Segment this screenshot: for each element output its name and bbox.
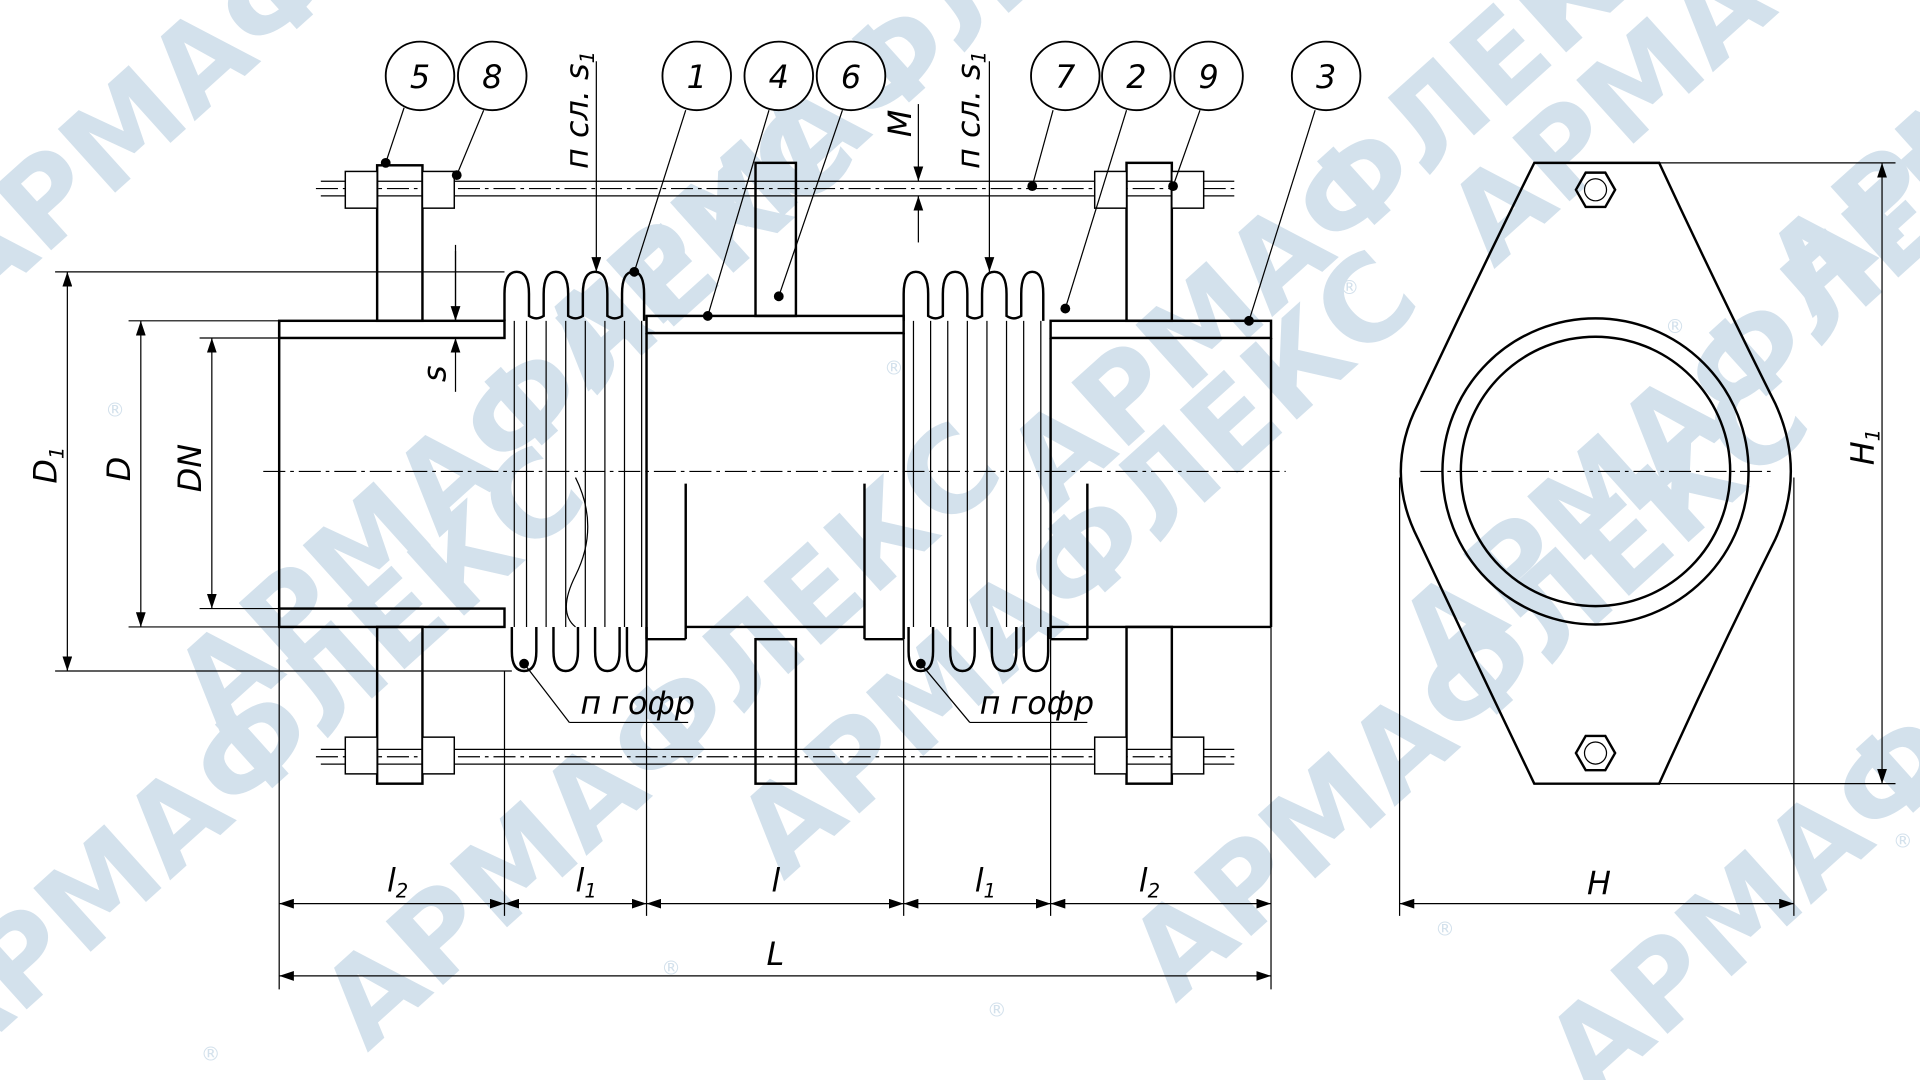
balloon: 9 [1173,40,1244,112]
balloon: 1 [661,40,732,112]
balloon: 7 [1030,40,1101,112]
svg-text:7: 7 [1055,58,1075,96]
registered-mark: ® [1893,829,1913,852]
middle-flange-top [754,161,798,318]
dim-L-label: L [767,935,785,973]
registered-mark: ® [987,998,1007,1021]
svg-text:5: 5 [410,58,430,96]
left-flange-top [375,164,424,323]
registered-mark: ® [1665,315,1685,338]
bellows-right [902,270,1050,673]
dimensions: D1 D DN s M п сл. s1 п сл. s1 п гофр п г… [26,51,1896,990]
left-pipe-wall-top [277,319,506,340]
left-flange-bottom [375,625,424,785]
dim-DN-label: DN [171,444,209,492]
svg-text:9: 9 [1198,58,1218,96]
flanges [375,161,1174,785]
dim-l1-label: l1 [576,861,597,902]
svg-text:2: 2 [1126,58,1146,96]
right-flange-top [1125,161,1174,323]
svg-text:8: 8 [482,58,502,96]
svg-text:3: 3 [1316,58,1336,96]
balloon: 2 [1101,40,1172,112]
registered-mark: ® [201,1042,221,1065]
right-flange-bottom [1125,625,1174,785]
dim-D1-label: D1 [26,447,68,484]
layers-count-label: п сл. s1 [558,51,599,169]
balloon: 8 [457,40,528,112]
dim-l1-label: l1 [975,861,996,902]
flange-end-view [1399,161,1793,785]
layers-count-label: п сл. s1 [950,51,991,169]
dim-M-label: M [881,110,919,137]
middle-flange-bottom [754,637,798,785]
svg-text:4: 4 [769,58,789,96]
part-callouts: 5 8 1 4 6 7 2 9 3 [380,40,1362,326]
registered-mark: ® [105,398,125,421]
registered-mark: ® [1435,918,1455,941]
dim-l-label: l [771,861,780,899]
registered-mark: ® [429,445,449,468]
dim-D-label: D [100,457,138,482]
svg-text:6: 6 [841,58,861,96]
balloon: 4 [743,40,814,112]
hex-nut-icon [1574,171,1617,209]
registered-mark: ® [1340,276,1360,299]
balloon: 3 [1290,40,1362,112]
registered-mark: ® [884,357,904,380]
hex-nut-icon [1574,734,1617,772]
dim-l2-label: l2 [387,861,408,902]
balloon: 5 [384,40,456,112]
corrugations-count-label: п гофр [980,684,1095,722]
dim-H1-label: H1 [1843,429,1884,465]
bellows-left [503,270,648,673]
dim-s-label: s [416,365,454,382]
svg-text:1: 1 [687,58,707,96]
corrugations-count-label: п гофр [580,684,695,722]
tie-rods [315,170,1240,775]
balloon: 6 [815,40,887,112]
dim-l2-label: l2 [1139,861,1160,902]
dim-H-label: H [1587,864,1611,902]
